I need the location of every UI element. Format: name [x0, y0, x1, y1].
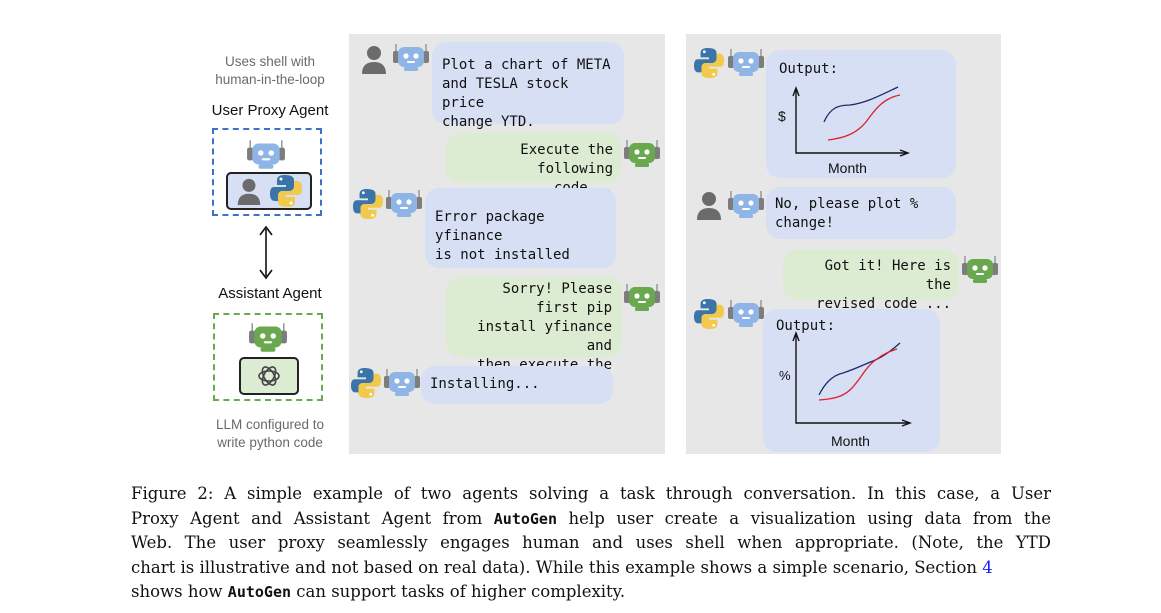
- bubble-line: change!: [775, 215, 835, 231]
- robot-green-icon: [961, 255, 999, 284]
- user-proxy-box: [212, 128, 322, 216]
- user-proxy-inner-box: [226, 172, 312, 210]
- series-line-dark: [823, 86, 899, 123]
- series-line-red: [827, 94, 901, 141]
- bubble-line: Execute the following: [520, 142, 613, 177]
- user-proxy-note-line-1: Uses shell with: [224, 54, 316, 69]
- caption-text: can support tasks of higher complexity.: [291, 582, 626, 601]
- caption-text: Web. The user proxy seamlessly engages h…: [131, 533, 1051, 552]
- robot-green-icon: [623, 139, 661, 168]
- bubble-line: Installing...: [430, 376, 540, 392]
- bubble-line: Sorry! Please first pip: [502, 281, 612, 316]
- bubble-line: Plot a chart of META: [442, 57, 611, 73]
- caption-text: Figure 2: A simple example of two agents…: [131, 484, 1051, 503]
- chat-bubble-user-request: Plot a chart of META and TESLA stock pri…: [432, 42, 624, 130]
- openai-logo-icon: [258, 366, 280, 386]
- assistant-title: Assistant Agent: [218, 285, 322, 302]
- robot-blue-icon: [392, 43, 430, 72]
- caption-text: Proxy Agent and Assistant Agent from: [131, 508, 494, 528]
- user-proxy-title: User Proxy Agent: [211, 102, 329, 119]
- python-icon: [694, 299, 724, 329]
- output-chart-dollar: [792, 86, 910, 157]
- person-icon: [697, 192, 721, 220]
- robot-blue-icon: [727, 48, 765, 77]
- chat-bubble-assistant-revised: Got it! Here is the revised code ...: [783, 250, 959, 312]
- robot-blue-icon: [385, 189, 423, 218]
- robot-blue-icon: [727, 299, 765, 328]
- caption-text: shows how: [131, 582, 228, 601]
- output-label: Output:: [779, 61, 839, 77]
- caption-line: Figure 2: A simple example of two agents…: [131, 482, 1051, 507]
- user-proxy-note-line-2: human-in-the-loop: [215, 72, 325, 87]
- assistant-note-line-2: write python code: [217, 435, 323, 450]
- bubble-line: install yfinance and: [477, 319, 612, 354]
- robot-blue-icon: [727, 190, 765, 219]
- caption-line: shows how AutoGen can support tasks of h…: [131, 580, 1051, 605]
- chat-bubble-assistant-code: Execute the following code...: [446, 133, 621, 196]
- caption-code: AutoGen: [493, 509, 557, 528]
- chat-bubble-output-percent: Output: % Month: [763, 309, 940, 452]
- robot-blue-icon: [246, 139, 286, 170]
- python-icon: [694, 48, 724, 78]
- caption-line: chart is illustrative and not based on r…: [131, 556, 1051, 581]
- bubble-line: change YTD.: [442, 114, 535, 130]
- bubble-line: Error package yfinance: [435, 209, 545, 244]
- chat-bubble-error: Error package yfinance is not installed: [425, 188, 616, 268]
- chart-xlabel: Month: [828, 160, 867, 176]
- section-link[interactable]: 4: [982, 557, 993, 577]
- bubble-line: Got it! Here is the: [824, 258, 951, 293]
- chat-bubble-user-correction: No, please plot % change!: [766, 187, 956, 239]
- chart-ylabel: $: [778, 108, 786, 124]
- chat-bubble-installing: Installing...: [421, 366, 613, 404]
- python-icon: [270, 175, 302, 207]
- caption-code: AutoGen: [227, 583, 292, 601]
- python-icon: [351, 368, 381, 398]
- chat-bubble-assistant-fix: Sorry! Please first pip install yfinance…: [446, 277, 622, 392]
- assistant-inner-box: [239, 357, 299, 395]
- output-chart-percent: [792, 331, 912, 427]
- bubble-line: No, please plot %: [775, 196, 919, 212]
- chart-xlabel: Month: [831, 433, 870, 449]
- output-label: Output:: [776, 318, 836, 334]
- robot-blue-icon: [383, 368, 421, 397]
- chat-bubble-output-dollar: Output: $ Month: [766, 50, 956, 178]
- person-icon: [237, 178, 261, 205]
- python-icon: [353, 189, 383, 219]
- caption-text: chart is illustrative and not based on r…: [131, 557, 983, 577]
- series-line-dark: [818, 342, 901, 396]
- assistant-box: [213, 313, 323, 401]
- chart-ylabel: %: [779, 368, 791, 383]
- bubble-line: and TESLA stock price: [442, 76, 569, 111]
- caption-text: help user create a visualization using d…: [557, 508, 1051, 528]
- figure-caption: Figure 2: A simple example of two agents…: [131, 482, 1051, 605]
- robot-green-icon: [623, 283, 661, 312]
- series-line-red: [818, 348, 898, 401]
- assistant-note-line-1: LLM configured to: [215, 417, 325, 432]
- bubble-line: is not installed: [435, 247, 570, 263]
- user-proxy-note: Uses shell with human-in-the-loop: [195, 53, 345, 89]
- assistant-note: LLM configured to write python code: [195, 416, 345, 452]
- caption-line: Web. The user proxy seamlessly engages h…: [131, 531, 1051, 556]
- caption-line: Proxy Agent and Assistant Agent from Aut…: [131, 507, 1051, 532]
- bubble-line: revised code ...: [816, 296, 951, 312]
- robot-green-icon: [248, 322, 288, 353]
- bidirectional-arrow: [259, 225, 273, 280]
- person-icon: [362, 46, 386, 74]
